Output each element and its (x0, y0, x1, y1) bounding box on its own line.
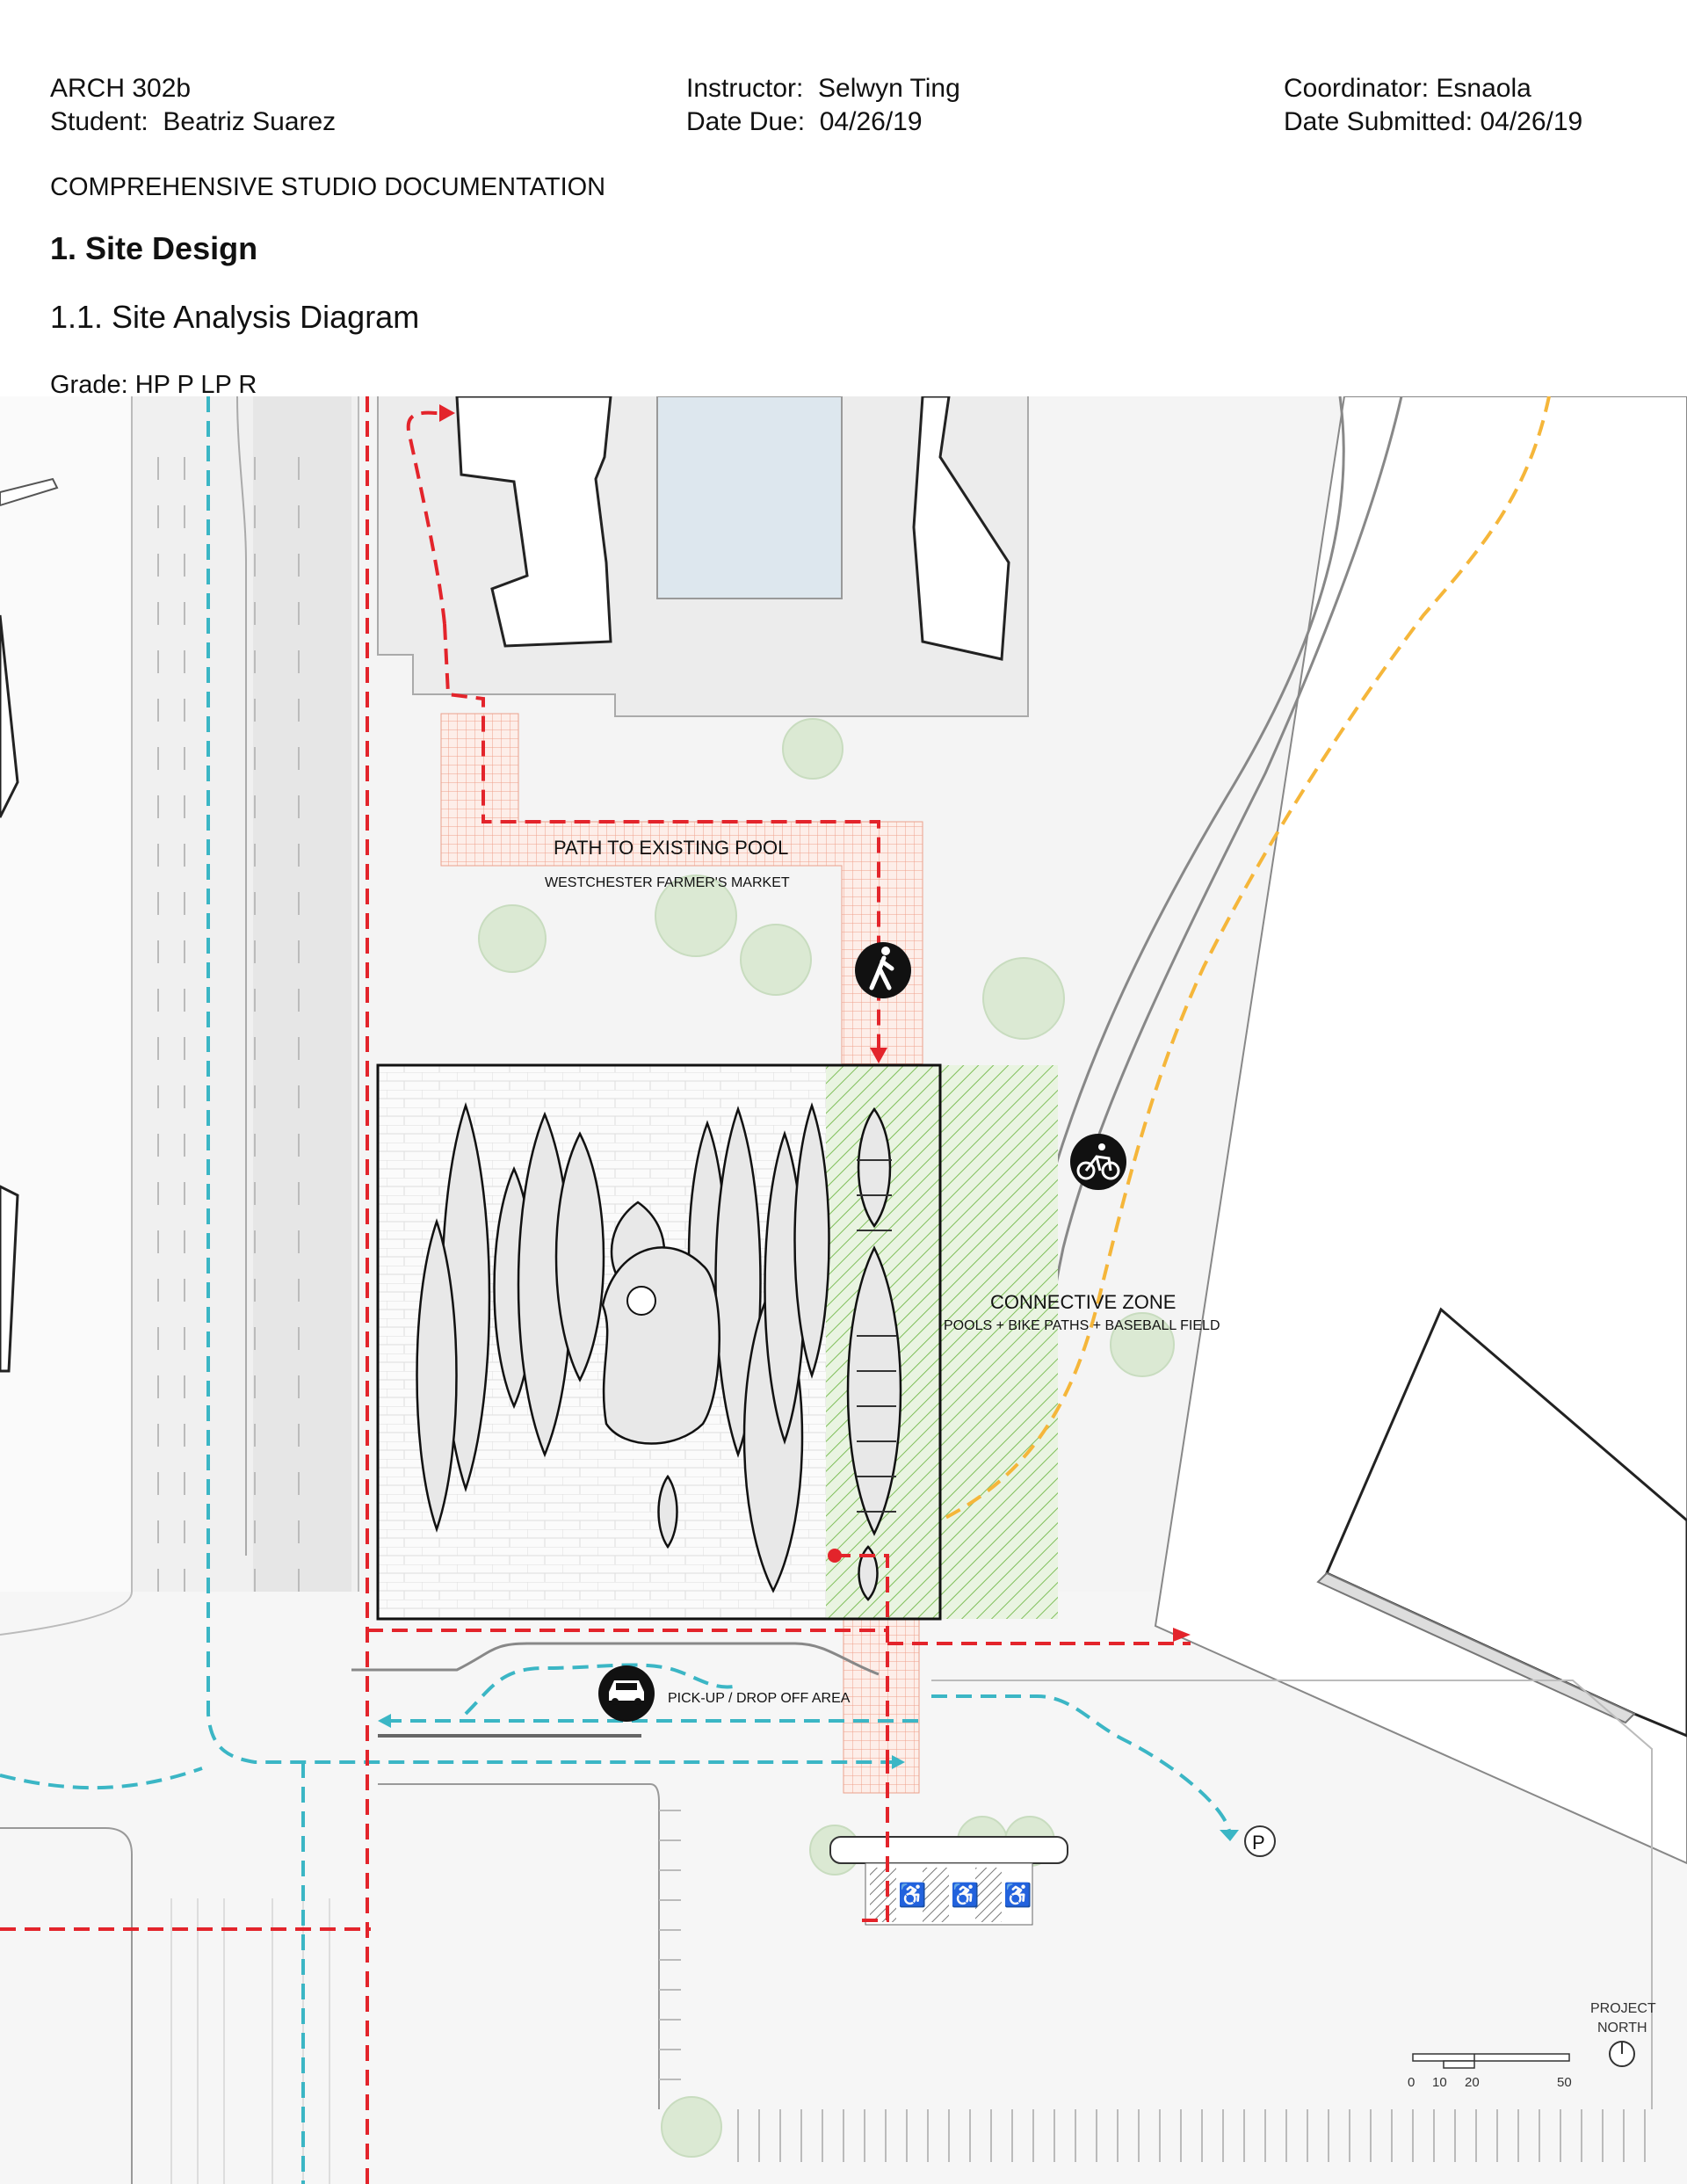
tree (661, 2096, 722, 2158)
connective-zone-title: CONNECTIVE ZONE (990, 1291, 1176, 1313)
lane-markings (157, 457, 300, 1592)
section-title: 1. Site Design (50, 230, 258, 266)
pavilion-leaf (793, 1102, 830, 1379)
parking-lot: ♿ ♿ ♿ (659, 1810, 1646, 2162)
course-code: ARCH 302b (50, 74, 192, 103)
market-label: WESTCHESTER FARMER'S MARKET (545, 875, 790, 890)
pedestrian-arrows (439, 404, 1191, 1642)
car-icon (598, 1665, 655, 1722)
site-analysis-diagram: ♿ ♿ ♿ PATH TO E (0, 396, 1687, 2184)
tree (740, 924, 812, 996)
parking-icon: P (1244, 1825, 1276, 1857)
pedestrian-icon (855, 942, 911, 998)
tree (655, 874, 737, 957)
pickup-label: PICK-UP / DROP OFF AREA (668, 1691, 851, 1706)
grade-line: Grade: HP P LP R (50, 371, 257, 399)
bike-route (939, 396, 1551, 1522)
scale-label: 50 (1557, 2075, 1572, 2090)
pavilion-leaf (857, 1107, 892, 1229)
svg-text:P: P (1252, 1832, 1265, 1854)
diagram-labels: PATH TO EXISTING POOL WESTCHESTER FARMER… (545, 837, 1220, 1706)
svg-text:NORTH: NORTH (1597, 2021, 1647, 2035)
tree (782, 718, 844, 780)
pavilion-leaf (858, 1545, 879, 1601)
date-due: Date Due: 04/26/19 (686, 107, 923, 136)
accessible-parking-icon: ♿ (951, 1882, 979, 1908)
tree (982, 957, 1065, 1040)
scale-label: 10 (1432, 2075, 1447, 2090)
pavilion-leaf (554, 1131, 605, 1382)
accessible-parking-icon: ♿ (898, 1882, 926, 1908)
pickup-dropoff-road (351, 1642, 1653, 2109)
pavilion-leaf (657, 1474, 678, 1549)
date-submitted: Date Submitted: 04/26/19 (1284, 107, 1583, 136)
pavilion-canopies (416, 1102, 902, 1601)
path-label: PATH TO EXISTING POOL (554, 837, 788, 859)
subsection-title: 1.1. Site Analysis Diagram (50, 299, 420, 335)
tree (1110, 1312, 1175, 1377)
pavilion-oculus (626, 1286, 656, 1316)
svg-text:PROJECT: PROJECT (1590, 2001, 1656, 2016)
north-arrow-icon: PROJECT NORTH (1590, 2001, 1656, 2067)
existing-buildings (0, 396, 1029, 1373)
connective-zone-subtitle: POOLS + BIKE PATHS + BASEBALL FIELD (944, 1318, 1220, 1333)
baseball-field-area (1154, 396, 1687, 1865)
accessible-parking-icon: ♿ (1003, 1882, 1032, 1908)
scale-label: 20 (1465, 2075, 1480, 2090)
vehicle-routes (0, 396, 1232, 2184)
bicycle-icon (1070, 1134, 1126, 1190)
pavilion-leaf (846, 1245, 902, 1536)
vehicle-arrows (378, 1714, 1239, 1841)
document-title: COMPREHENSIVE STUDIO DOCUMENTATION (50, 173, 606, 201)
pool-pavilion (601, 1246, 720, 1445)
pavilion-leaf (416, 1218, 458, 1533)
scale-bar: 0 10 20 50 (1408, 2053, 1572, 2090)
tree (478, 904, 547, 973)
student-name: Student: Beatriz Suarez (50, 107, 337, 136)
instructor-name: Instructor: Selwyn Ting (686, 74, 960, 103)
scale-label: 0 (1408, 2075, 1415, 2090)
coordinator-name: Coordinator: Esnaola (1284, 74, 1531, 103)
pedestrian-routes (0, 396, 1191, 2184)
